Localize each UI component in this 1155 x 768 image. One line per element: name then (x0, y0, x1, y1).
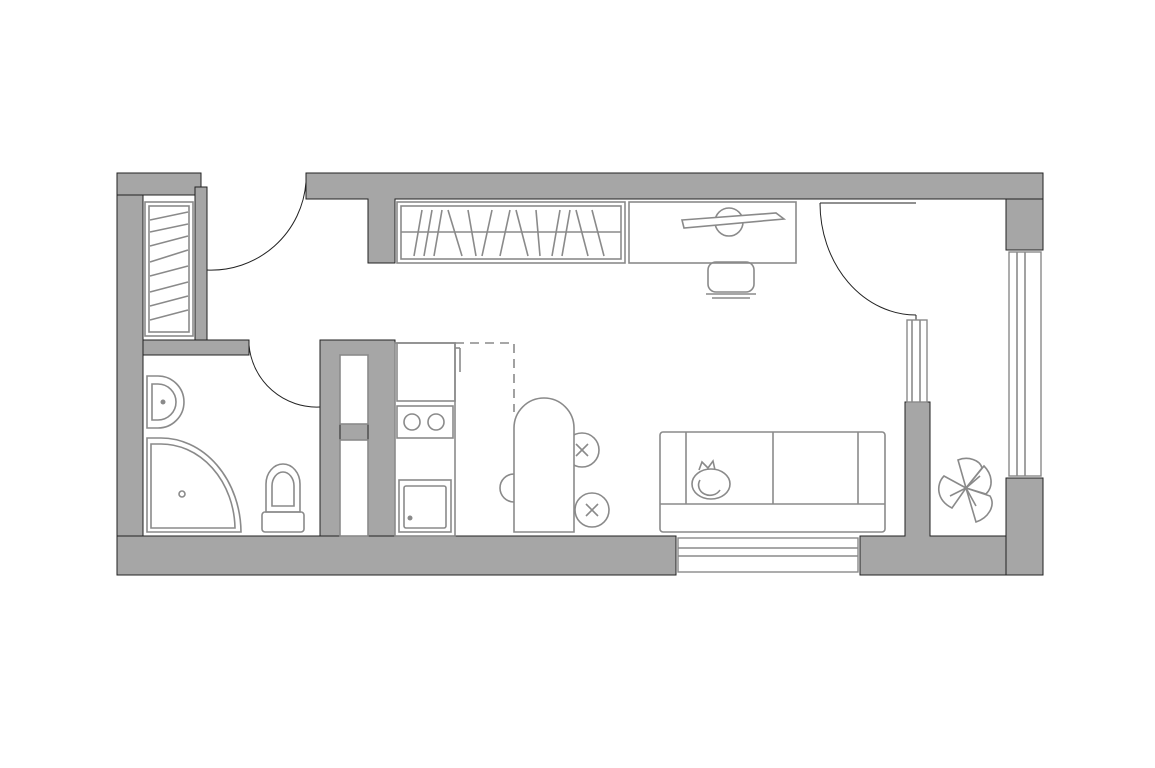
wall-top (305, 172, 1044, 264)
toilet-icon (261, 463, 305, 533)
cooktop-icon (396, 405, 454, 439)
office-chair-icon (706, 261, 756, 299)
niche-lower (339, 439, 369, 537)
wall-right-lower (1005, 477, 1044, 576)
fridge-icon (396, 342, 461, 402)
walls (116, 172, 1044, 576)
wall-left (116, 172, 144, 576)
overhead-cabinet (455, 342, 515, 412)
bookshelf-icon (396, 201, 626, 264)
wardrobe-icon (144, 201, 194, 337)
wall-wardrobe (194, 186, 208, 341)
wall-bath-top (142, 339, 250, 356)
window-icon (1008, 251, 1042, 477)
door-swing-icon (819, 202, 917, 316)
dining-table-icon (513, 397, 575, 533)
dining (499, 397, 610, 533)
wall-niche-divider (339, 423, 369, 441)
plant-icon (937, 457, 993, 524)
stool-icon (574, 492, 610, 528)
oven-icon (398, 479, 452, 533)
door-swing-icon (206, 181, 307, 271)
wall-right-upper (1005, 198, 1044, 251)
kitchen (394, 342, 515, 537)
shower-icon (146, 437, 242, 533)
bathroom (146, 375, 305, 533)
door-balcony[interactable] (819, 202, 917, 320)
wall-bottom-right (859, 401, 1007, 576)
window-icon (677, 537, 859, 573)
cat-icon (691, 459, 731, 500)
door-entrance[interactable] (206, 181, 307, 271)
door-bathroom[interactable] (248, 344, 321, 408)
window-icon (906, 319, 928, 403)
niche-upper (339, 354, 369, 425)
door-swing-icon (248, 344, 321, 408)
wall-top-left (116, 172, 202, 196)
sink-icon (146, 375, 185, 429)
desk-icon (628, 201, 797, 264)
sofa-icon (659, 431, 886, 533)
wall-bottom-left (116, 535, 677, 576)
